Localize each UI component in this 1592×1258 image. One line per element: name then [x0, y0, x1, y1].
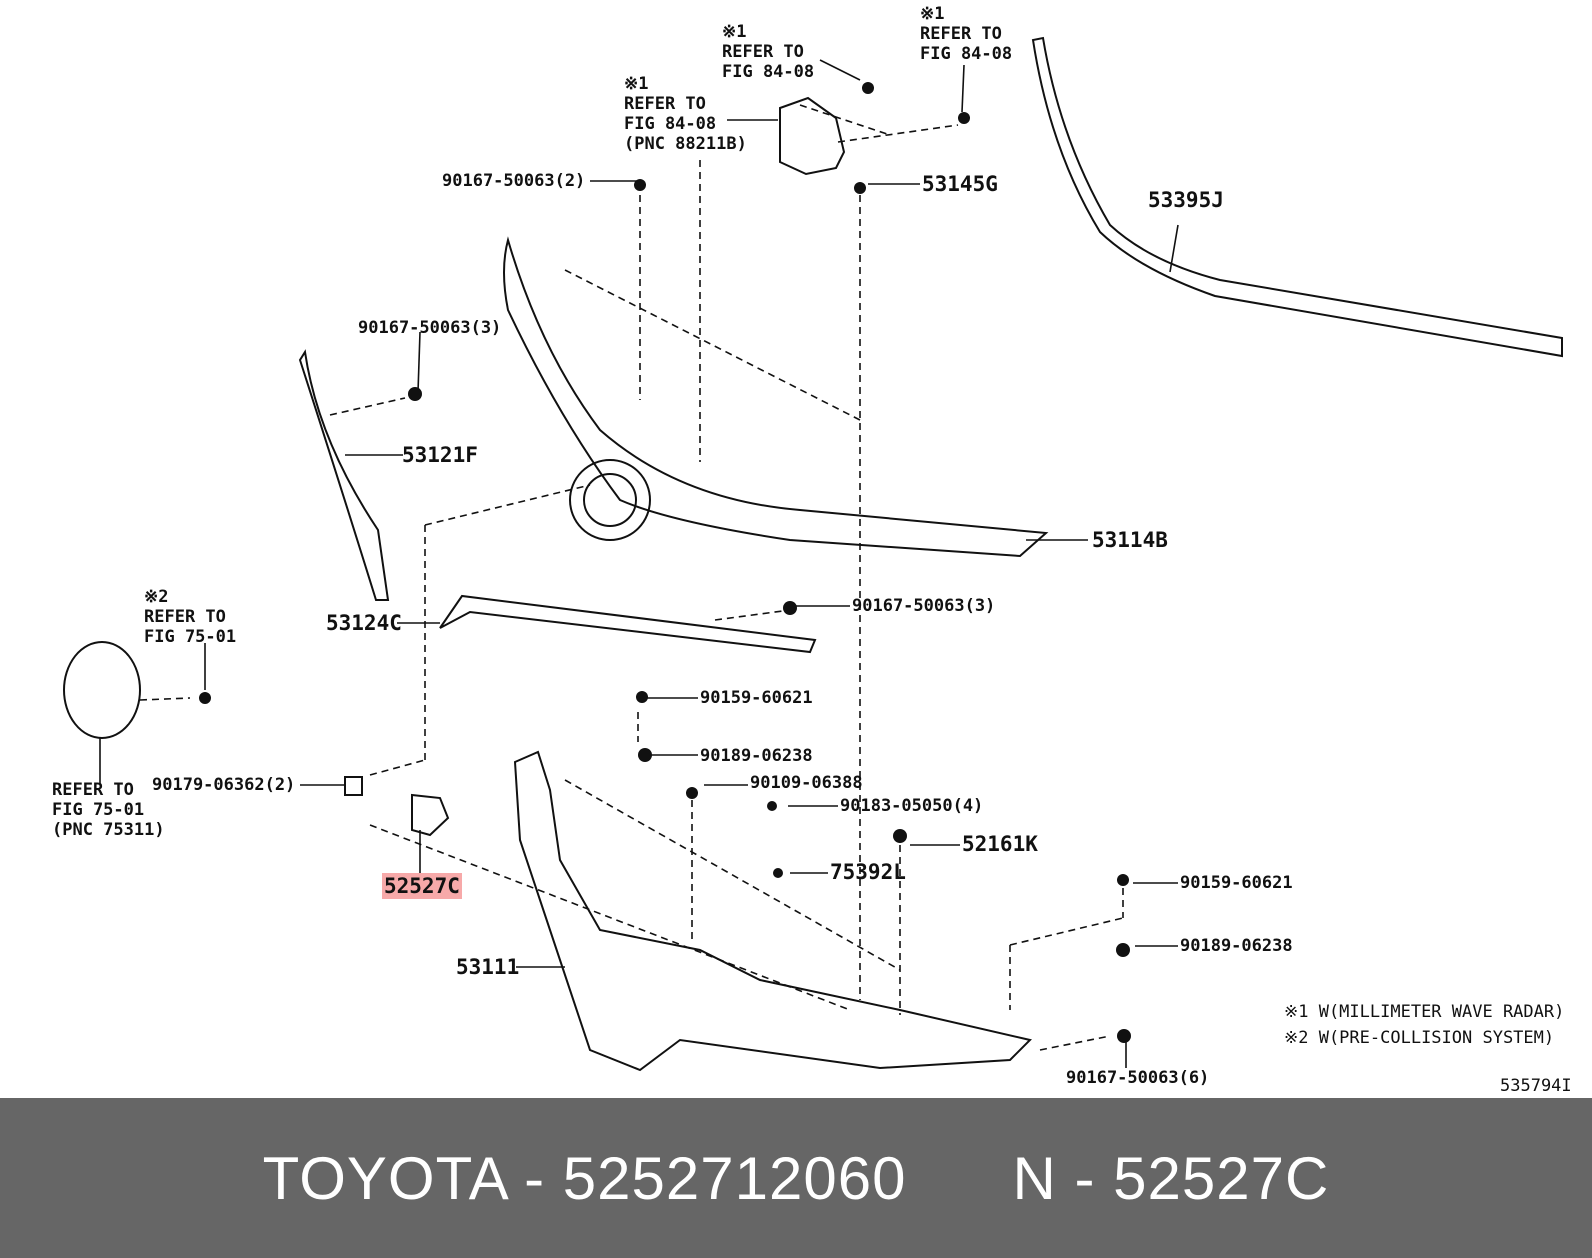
label-53145G: 53145G [922, 172, 998, 196]
label-90159-60621-b: 90159-60621 [1180, 873, 1293, 893]
molding-53395J [1031, 36, 1563, 358]
parts-diagram: ※1 REFER TO FIG 84-08 ※1 REFER TO FIG 84… [52, 4, 1572, 1096]
label-90183-05050-4: 90183-05050(4) [840, 796, 984, 816]
note-refer-fig-84-08-pnc: ※1 REFER TO FIG 84-08 (PNC 88211B) [624, 74, 747, 154]
label-75392L: 75392L [830, 860, 906, 884]
clip-90179 [344, 776, 363, 796]
footer-part-number: TOYOTA - 5252712060 N - 52527C [262, 1144, 1330, 1212]
label-90167-50063-3-left: 90167-50063(3) [358, 318, 502, 338]
assembly-guides [139, 104, 1124, 1051]
molding-53124C [439, 594, 817, 654]
note-refer-fig-75-01: ※2 REFER TO FIG 75-01 [144, 587, 237, 647]
label-90167-50063-3-mid: 90167-50063(3) [852, 596, 996, 616]
legend-note-2: ※2 W(PRE-COLLISION SYSTEM) [1284, 1028, 1555, 1048]
sensor-cover [63, 641, 141, 739]
label-53124C: 53124C [326, 611, 402, 635]
fasteners [199, 82, 1131, 1043]
label-90179-06362-2: 90179-06362(2) [152, 775, 296, 795]
label-90167-50063-2: 90167-50063(2) [442, 171, 586, 191]
label-90159-60621-a: 90159-60621 [700, 688, 813, 708]
label-53114B: 53114B [1092, 528, 1168, 552]
radar-unit [779, 96, 846, 176]
molding-53121F [298, 349, 390, 601]
label-90189-06238-a: 90189-06238 [700, 746, 813, 766]
diagram-id: 535794I [1500, 1076, 1572, 1096]
retainer-53111 [513, 750, 1032, 1072]
label-53121F: 53121F [402, 443, 478, 467]
legend-note-1: ※1 W(MILLIMETER WAVE RADAR) [1284, 1002, 1565, 1022]
footer-bar: TOYOTA - 5252712060 N - 52527C [0, 1098, 1592, 1258]
label-90167-50063-6: 90167-50063(6) [1066, 1068, 1210, 1088]
note-refer-fig-84-08-b: ※1 REFER TO FIG 84-08 [920, 4, 1013, 64]
label-52527C: 52527C [382, 873, 462, 899]
note-refer-fig-84-08-a: ※1 REFER TO FIG 84-08 [722, 22, 815, 82]
label-53111: 53111 [456, 955, 520, 979]
leader-lines [99, 59, 1179, 1068]
label-53395J: 53395J [1148, 188, 1224, 212]
highlighted-part-52527C: 52527C [382, 873, 462, 899]
label-52161K: 52161K [962, 832, 1038, 856]
label-90109-06388: 90109-06388 [750, 773, 863, 793]
label-90189-06238-b: 90189-06238 [1180, 936, 1293, 956]
emblem-ring [569, 459, 651, 541]
note-refer-fig-75-01-pnc: REFER TO FIG 75-01 (PNC 75311) [52, 780, 165, 840]
grille-53114B [503, 236, 1049, 558]
diagram-linework [63, 36, 1563, 1072]
bracket-52527C [411, 793, 450, 837]
